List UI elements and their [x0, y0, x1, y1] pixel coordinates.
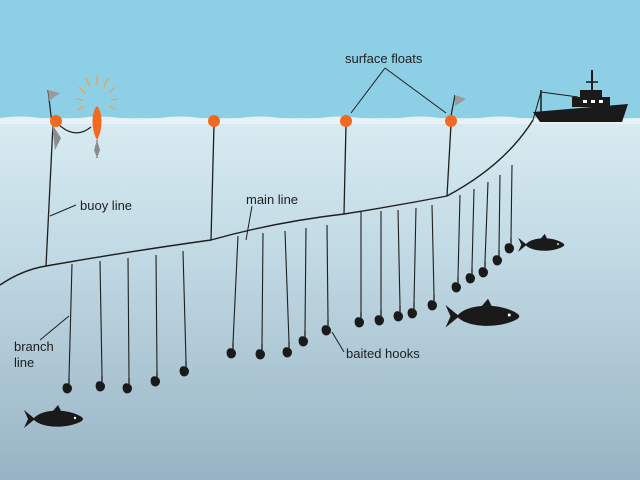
buoy-line-4 — [446, 123, 452, 197]
label-leaders — [39, 67, 447, 353]
label-baited-hooks: baited hooks — [346, 346, 420, 361]
label-branch-line-1: branch — [14, 339, 54, 354]
flag-icon — [450, 94, 466, 117]
float-icon — [340, 115, 352, 127]
strobe-buoy-icon — [75, 75, 119, 158]
label-branch-line-2: line — [14, 355, 35, 370]
label-main-line: main line — [246, 192, 299, 207]
water-surface — [0, 116, 640, 124]
sky — [0, 0, 640, 118]
label-buoy-line: buoy line — [80, 198, 133, 213]
water — [0, 118, 640, 480]
surface-floats — [50, 115, 457, 127]
float-icon — [445, 115, 457, 127]
float-icon — [208, 115, 220, 127]
buoy-line-1 — [45, 123, 54, 267]
label-surface-floats: surface floats — [345, 51, 423, 66]
buoy-line-2 — [210, 123, 215, 241]
buoy-line-3 — [343, 123, 347, 215]
branch-lines — [68, 164, 513, 379]
float-icon — [50, 115, 62, 127]
fishing-boat-icon — [532, 70, 628, 122]
float-connector — [57, 123, 92, 134]
